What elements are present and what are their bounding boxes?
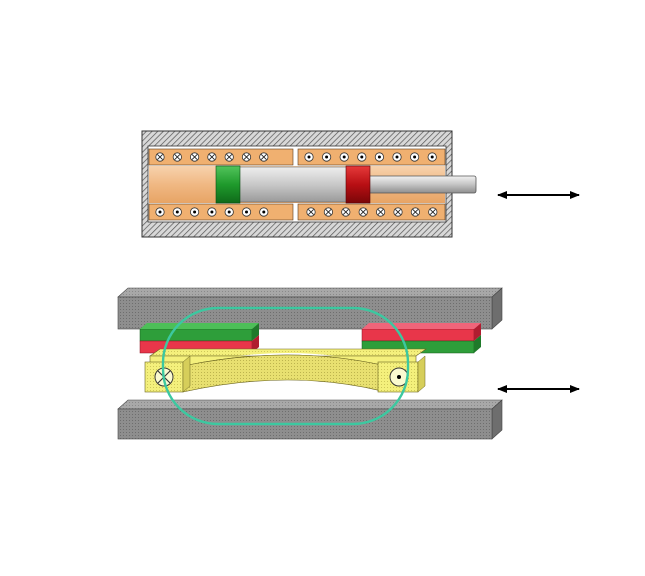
coil-strip-bottom-right <box>297 203 446 221</box>
coil-mark-bottom-left <box>224 207 234 217</box>
coil-mark-top-left <box>241 152 252 162</box>
coil-mark-bottom-right <box>393 207 403 217</box>
coil-conductor-marks <box>155 152 438 217</box>
coil-mark-top-left <box>259 152 269 162</box>
coil-mark-top-left <box>155 152 165 162</box>
coil-mark-top-left <box>207 152 217 162</box>
coil-mark-bottom-right <box>358 207 368 217</box>
coil-mark-top-right <box>321 152 332 162</box>
magnet-red <box>345 165 371 204</box>
coil-mark-bottom-left <box>155 207 165 217</box>
curved-coil <box>144 348 427 393</box>
coil-strip-top-right <box>297 148 446 166</box>
coil-mark-top-right <box>357 152 367 162</box>
piston-cylinder <box>236 166 352 203</box>
coil-mark-bottom-left <box>241 207 252 217</box>
coil-mark-top-left <box>224 152 234 162</box>
magnet-stack-right <box>361 323 481 354</box>
coil-mark-bottom-right <box>410 207 420 217</box>
magnet-stack-left <box>139 323 259 354</box>
coil-mark-bottom-right <box>428 207 438 217</box>
magnet-green <box>215 165 241 204</box>
coil-mark-bottom-right <box>375 207 386 217</box>
coil-mark-top-left <box>190 152 200 162</box>
flux-loop <box>161 306 410 426</box>
coil-strip-bottom-left <box>148 203 294 221</box>
top-linear-motor <box>141 130 477 238</box>
coil-mark-top-right <box>339 152 349 162</box>
coil-mark-bottom-left <box>207 207 217 217</box>
coil-mark-top-right <box>392 152 402 162</box>
coil-mark-bottom-left <box>190 207 200 217</box>
coil-mark-bottom-left <box>172 207 182 217</box>
coil-mark-bottom-right <box>306 207 316 217</box>
bottom-linear-motor <box>117 287 503 440</box>
coil-mark-bottom-right <box>341 207 351 217</box>
coil-mark-top-right <box>304 152 314 162</box>
coil-mark-bottom-right <box>323 207 333 217</box>
coil-strip-top-left <box>148 148 294 166</box>
coil-mark-top-right <box>427 152 437 162</box>
coil-mark-top-right <box>409 152 420 162</box>
coil-mark-top-right <box>374 152 384 162</box>
coil-mark-top-left <box>172 152 182 162</box>
coil-mark-bottom-left <box>259 207 269 217</box>
piston-rod <box>359 175 477 194</box>
